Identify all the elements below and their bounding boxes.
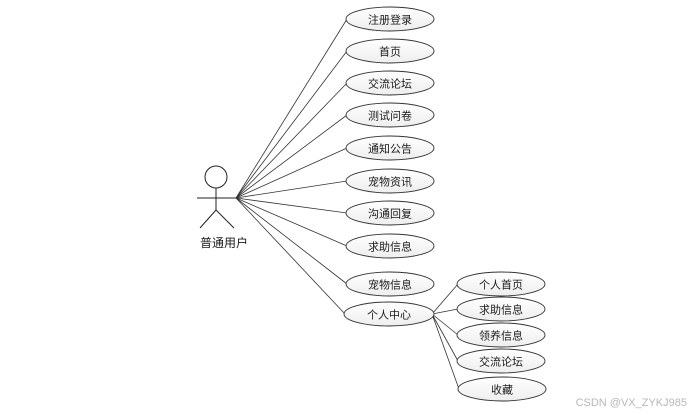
association-line [235, 147, 348, 199]
association-line [235, 180, 348, 199]
use-case-oval [345, 102, 435, 128]
use-case-label: 注册登录 [368, 13, 412, 27]
use-case-help-info[interactable]: 求助信息 [345, 233, 435, 259]
actor-leg-right [215, 209, 235, 229]
sub-use-case-adopt-info[interactable]: 领养信息 [456, 322, 546, 348]
actor-head [204, 165, 228, 189]
use-case-label: 交流论坛 [479, 355, 523, 369]
use-case-label: 个人首页 [479, 278, 523, 292]
actor-leg-left [199, 209, 217, 229]
actor-associations [235, 18, 348, 315]
use-case-oval [343, 301, 435, 327]
association-line [235, 197, 346, 315]
use-case-oval [345, 271, 435, 297]
association-line [235, 82, 348, 199]
association-line [431, 313, 460, 390]
use-case-label: 宠物信息 [368, 278, 412, 292]
use-case-survey[interactable]: 测试问卷 [345, 102, 435, 128]
use-case-oval [345, 38, 435, 64]
use-case-oval [345, 70, 435, 96]
personal-center-associations [431, 283, 460, 390]
association-line [431, 308, 459, 315]
sub-use-case-my-help-info[interactable]: 求助信息 [456, 296, 546, 322]
use-case-reply[interactable]: 沟通回复 [345, 200, 435, 226]
use-case-oval [345, 168, 435, 194]
actor-label: 普通用户 [200, 235, 248, 250]
use-case-oval [345, 6, 435, 32]
use-case-oval [345, 233, 435, 259]
use-case-label: 领养信息 [479, 329, 523, 343]
use-case-label: 求助信息 [479, 303, 523, 317]
use-case-home[interactable]: 首页 [345, 38, 435, 64]
use-case-register[interactable]: 注册登录 [345, 6, 435, 32]
sub-use-case-personal-home[interactable]: 个人首页 [456, 271, 546, 297]
association-line [431, 313, 459, 362]
use-case-forum[interactable]: 交流论坛 [345, 70, 435, 96]
use-case-oval [456, 296, 546, 322]
actor-figure [197, 165, 236, 229]
association-line [235, 197, 348, 214]
association-line [235, 197, 348, 285]
use-case-oval [345, 135, 435, 161]
use-case-pet-news[interactable]: 宠物资讯 [345, 168, 435, 194]
use-case-label: 宠物资讯 [368, 175, 412, 189]
use-case-notice[interactable]: 通知公告 [345, 135, 435, 161]
use-case-label: 个人中心 [367, 309, 411, 322]
use-case-label: 收藏 [491, 383, 513, 397]
use-case-pet-info[interactable]: 宠物信息 [345, 271, 435, 297]
use-case-label: 求助信息 [368, 240, 412, 254]
association-line [235, 50, 348, 199]
sub-use-case-favorites[interactable]: 收藏 [457, 376, 547, 402]
use-case-oval [456, 322, 546, 348]
association-line [235, 114, 348, 199]
sub-use-case-my-forum[interactable]: 交流论坛 [456, 348, 546, 374]
use-case-oval [456, 271, 546, 297]
use-case-label: 交流论坛 [368, 77, 412, 91]
association-line [235, 18, 348, 199]
use-case-label: 首页 [379, 45, 401, 59]
use-case-oval [345, 200, 435, 226]
use-case-label: 通知公告 [368, 142, 412, 156]
use-case-oval [456, 348, 546, 374]
use-case-label: 测试问卷 [368, 109, 412, 123]
use-case-oval [457, 376, 547, 402]
association-line [235, 197, 348, 247]
watermark: CSDN @VX_ZYKJ985 [575, 397, 687, 409]
use-case-personal-center[interactable]: 个人中心 [343, 301, 435, 327]
use-case-label: 沟通回复 [368, 207, 412, 221]
association-line [431, 283, 459, 315]
association-line [431, 313, 459, 336]
